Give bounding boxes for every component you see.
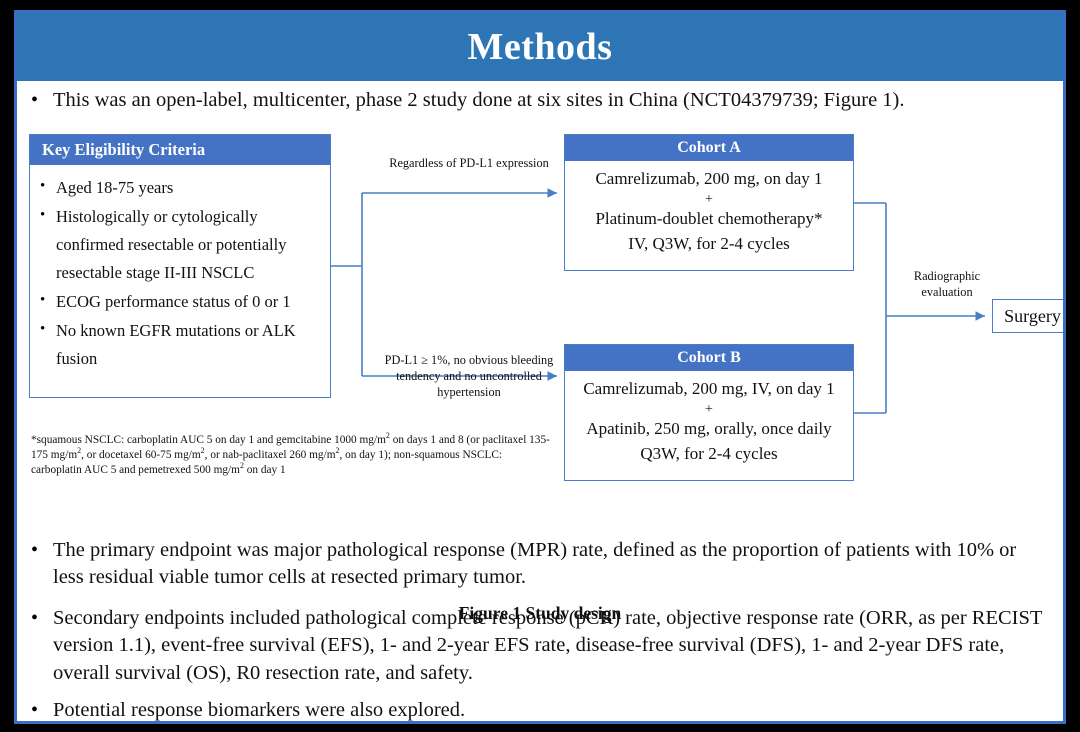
bullet-icon: • — [31, 699, 39, 721]
eligibility-item-text: ECOG performance status of 0 or 1 — [56, 292, 291, 312]
cohort-a-box: Cohort A Camrelizumab, 200 mg, on day 1 … — [564, 134, 854, 271]
eligibility-criteria-box: Key Eligibility Criteria • Aged 18-75 ye… — [29, 134, 331, 398]
eligibility-item-text: Histologically or cytologically confirme… — [56, 207, 287, 283]
cohort-b-line1: Camrelizumab, 200 mg, IV, on day 1 — [583, 379, 835, 398]
bullet-icon: • — [31, 539, 39, 561]
surgery-box: Surgery — [992, 299, 1063, 333]
cohort-b-line2: Apatinib, 250 mg, orally, once daily — [586, 419, 832, 439]
list-item: • Histologically or cytologically confir… — [40, 203, 324, 287]
radiographic-evaluation-label: Radiographic evaluation — [913, 269, 981, 299]
cohort-a-line2: Platinum-doublet chemotherapy* — [595, 209, 823, 229]
intro-bullet-row: • This was an open-label, multicenter, p… — [31, 87, 1045, 114]
primary-endpoint-row: • The primary endpoint was major patholo… — [31, 537, 1045, 592]
list-item: • ECOG performance status of 0 or 1 — [40, 288, 324, 316]
cohort-a-body: Camrelizumab, 200 mg, on day 1 + Platinu… — [565, 161, 853, 264]
primary-endpoint-text: The primary endpoint was major pathologi… — [53, 539, 1017, 589]
slide-title-bar: Methods — [17, 13, 1063, 81]
cohort-b-body: Camrelizumab, 200 mg, IV, on day 1 + Apa… — [565, 371, 853, 474]
branch-label-cohort-a: Regardless of PD-L1 expression — [389, 156, 549, 170]
secondary-endpoint-row: • Secondary endpoints included pathologi… — [31, 605, 1045, 687]
biomarker-endpoint-text: Potential response biomarkers were also … — [53, 699, 466, 721]
cohort-a-line1: Camrelizumab, 200 mg, on day 1 — [595, 169, 823, 188]
bullet-icon: • — [40, 207, 46, 224]
bullet-icon: • — [31, 607, 39, 629]
eligibility-header: Key Eligibility Criteria — [30, 135, 330, 165]
list-item: • No known EGFR mutations or ALK fusion — [40, 317, 324, 373]
bullet-icon: • — [31, 89, 39, 111]
eligibility-item-text: Aged 18-75 years — [56, 178, 174, 197]
intro-bullet-text: This was an open-label, multicenter, pha… — [53, 89, 905, 111]
figure-footnote: *squamous NSCLC: carboplatin AUC 5 on da… — [31, 431, 550, 477]
secondary-endpoint-text: Secondary endpoints included pathologica… — [53, 607, 1043, 684]
eligibility-list: • Aged 18-75 years • Histologically or c… — [30, 165, 330, 373]
figure-caption: Figure 1 Study design — [458, 603, 622, 623]
eligibility-item-text: No known EGFR mutations or ALK fusion — [56, 321, 296, 369]
cohort-a-plus: + — [705, 191, 713, 207]
bullet-icon: • — [40, 292, 46, 309]
branch-label-cohort-b: PD-L1 ≥ 1%, no obvious bleeding tendency… — [384, 353, 554, 399]
bullet-icon: • — [40, 321, 46, 338]
cohort-a-header: Cohort A — [565, 135, 853, 161]
study-design-figure: Key Eligibility Criteria • Aged 18-75 ye… — [17, 121, 1063, 623]
cohort-a-line3: IV, Q3W, for 2-4 cycles — [628, 233, 790, 253]
cohort-b-plus: + — [705, 401, 713, 417]
slide-content-frame: Methods • This was an open-label, multic… — [14, 10, 1066, 724]
cohort-b-box: Cohort B Camrelizumab, 200 mg, IV, on da… — [564, 344, 854, 481]
biomarker-endpoint-row: • Potential response biomarkers were als… — [31, 697, 1045, 721]
cohort-b-line3: Q3W, for 2-4 cycles — [640, 443, 778, 463]
list-item: • Aged 18-75 years — [40, 174, 324, 202]
bullet-icon: • — [40, 178, 46, 194]
page-title: Methods — [467, 26, 613, 68]
cohort-b-header: Cohort B — [565, 345, 853, 371]
